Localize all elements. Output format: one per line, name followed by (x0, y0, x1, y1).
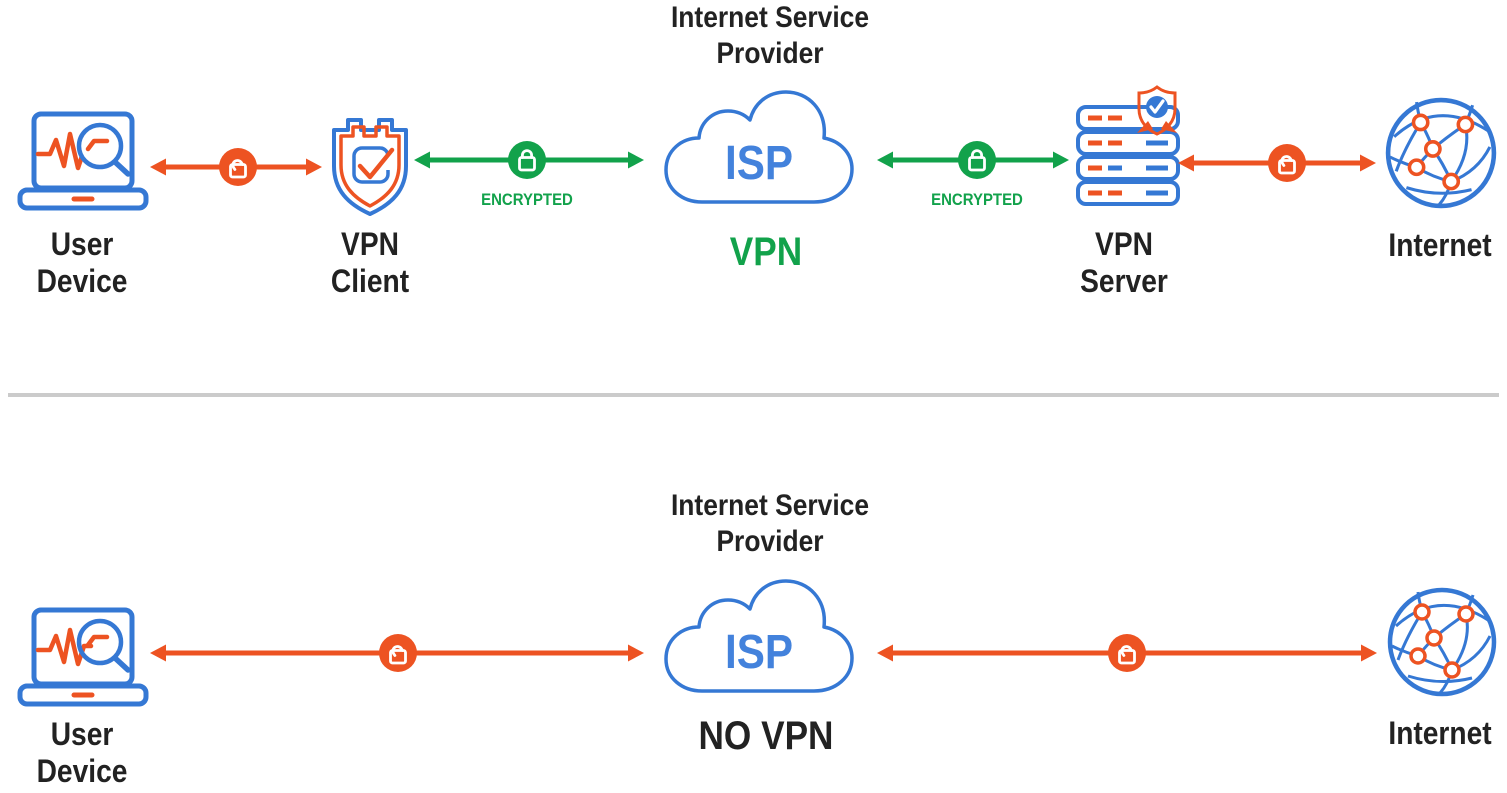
open-lock-badge (1268, 144, 1306, 182)
magnifier-icon (76, 618, 124, 666)
connection-device-isp (150, 634, 644, 672)
isp-title-line2: Provider (716, 37, 824, 70)
isp-text-top: ISP (724, 137, 794, 190)
vpn-client-shield-icon (332, 118, 408, 216)
isp-title-line1: Internet Service (670, 489, 870, 522)
isp-title-line1: Internet Service (670, 1, 870, 34)
isp-title-bottom: Internet Service Provider (594, 488, 946, 560)
vpn-server-label: VPN Server (1080, 226, 1168, 299)
closed-padlock-icon (518, 149, 536, 172)
checkmark-icon (1149, 99, 1165, 114)
encrypted-label-left: ENCRYPTED (481, 190, 573, 209)
connection-server-internet (1178, 144, 1376, 182)
isp-cloud-icon-bottom (664, 579, 854, 693)
no-vpn-mode-label: NO VPN (698, 714, 834, 758)
connection-device-client (150, 148, 322, 186)
isp-title-line2: Provider (716, 525, 824, 558)
internet-label-top: Internet (1388, 227, 1492, 263)
isp-title-top: Internet Service Provider (594, 0, 946, 72)
isp-text-bottom: ISP (724, 626, 794, 679)
open-padlock-icon (1118, 645, 1136, 665)
laptop-icon (17, 111, 149, 211)
internet-globe-icon-top (1385, 97, 1497, 209)
user-device-label-bottom: User Device (36, 716, 128, 789)
verified-badge-icon (1137, 85, 1177, 136)
closed-padlock-icon (968, 149, 986, 172)
vpn-server (1076, 85, 1186, 206)
internet-globe-icon-bottom (1387, 587, 1497, 697)
vpn-mode-label: VPN (729, 230, 803, 274)
connection-client-isp (414, 141, 644, 179)
encrypted-label-right: ENCRYPTED (931, 190, 1023, 209)
isp-cloud-icon-top (664, 90, 854, 204)
open-padlock-icon (229, 159, 247, 179)
open-padlock-icon (389, 645, 407, 665)
closed-lock-badge (958, 141, 996, 179)
user-device-label-top: User Device (36, 226, 128, 299)
laptop-icon-bottom (17, 607, 149, 707)
open-padlock-icon (1278, 155, 1296, 175)
connection-isp-internet (877, 634, 1377, 672)
open-lock-badge (379, 634, 417, 672)
section-divider (8, 393, 1499, 397)
open-lock-badge (1108, 634, 1146, 672)
vpn-client-label: VPN Client (330, 226, 410, 299)
open-lock-badge (219, 148, 257, 186)
connection-isp-server (877, 141, 1069, 179)
checkmark-icon (357, 147, 395, 180)
magnifier-icon (76, 122, 124, 170)
pulse-line-icon (35, 627, 94, 667)
internet-label-bottom: Internet (1388, 715, 1492, 751)
closed-lock-badge (508, 141, 546, 179)
